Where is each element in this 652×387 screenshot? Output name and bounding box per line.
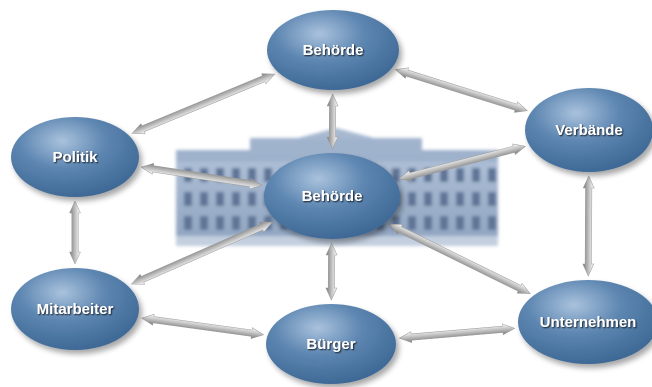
node-mitarbeiter: Mitarbeiter (11, 268, 139, 350)
node-center-ellipse (264, 153, 400, 239)
node-top-ellipse (267, 10, 399, 90)
arrow-buerger-unternehmen (398, 323, 516, 343)
building-window (440, 168, 448, 182)
building-window (424, 192, 432, 206)
arrow-center-mitarbeiter (130, 221, 274, 285)
node-politik-label: Politik (52, 149, 98, 166)
building-window (488, 216, 496, 230)
building-window (184, 192, 192, 206)
building-window (184, 216, 192, 230)
building-window (216, 168, 224, 182)
building-window (472, 216, 480, 230)
node-buerger-label: Bürger (306, 336, 355, 353)
node-buerger: Bürger (266, 304, 396, 384)
arrow-top-verbaende (394, 67, 528, 113)
node-mitarbeiter-ellipse (11, 268, 139, 350)
building-window (456, 168, 464, 182)
building-window (248, 216, 256, 230)
node-top-label: Behörde (303, 42, 364, 59)
building-window (248, 192, 256, 206)
arrow-top-politik (131, 73, 276, 135)
building-window (424, 168, 432, 182)
node-politik: Politik (11, 117, 139, 197)
building-window (216, 192, 224, 206)
node-unternehmen-label: Unternehmen (540, 314, 637, 331)
building-window (216, 216, 224, 230)
building-window (456, 192, 464, 206)
arrow-top-center (326, 93, 339, 150)
building-window (408, 192, 416, 206)
building-window (232, 216, 240, 230)
building-window (392, 216, 400, 230)
node-center-label: Behörde (302, 188, 363, 205)
building-window (440, 216, 448, 230)
building-window (440, 192, 448, 206)
building-window (232, 192, 240, 206)
building-window (200, 192, 208, 206)
building-window (200, 216, 208, 230)
arrow-center-politik (140, 163, 263, 190)
arrow-politik-mitarbeiter (69, 200, 81, 265)
building-window (488, 168, 496, 182)
node-verbaende-ellipse (525, 88, 652, 172)
building-window (232, 168, 240, 182)
building-window (248, 168, 256, 182)
node-buerger-ellipse (266, 304, 396, 384)
building-window (488, 192, 496, 206)
arrow-mitarbeiter-buerger (140, 313, 265, 339)
building-window (408, 216, 416, 230)
node-verbaende: Verbände (525, 88, 652, 172)
connections-layer (69, 67, 595, 343)
nodes-layer: BehördeBehördePolitikVerbändeMitarbeiter… (11, 10, 652, 384)
arrow-center-buerger (325, 242, 338, 301)
building-window (264, 168, 272, 182)
arrow-center-verbaende (398, 143, 527, 182)
node-unternehmen: Unternehmen (518, 280, 652, 364)
building-window (456, 216, 464, 230)
building-window (472, 192, 480, 206)
arrow-center-unternehmen (388, 223, 531, 294)
building-window (392, 168, 400, 182)
building-window (424, 216, 432, 230)
node-mitarbeiter-label: Mitarbeiter (37, 301, 114, 318)
node-center: Behörde (264, 153, 400, 239)
node-top: Behörde (267, 10, 399, 90)
building-window (472, 168, 480, 182)
arrow-verbaende-unternehmen (582, 175, 595, 277)
node-verbaende-label: Verbände (555, 122, 623, 139)
node-politik-ellipse (11, 117, 139, 197)
node-unternehmen-ellipse (518, 280, 652, 364)
